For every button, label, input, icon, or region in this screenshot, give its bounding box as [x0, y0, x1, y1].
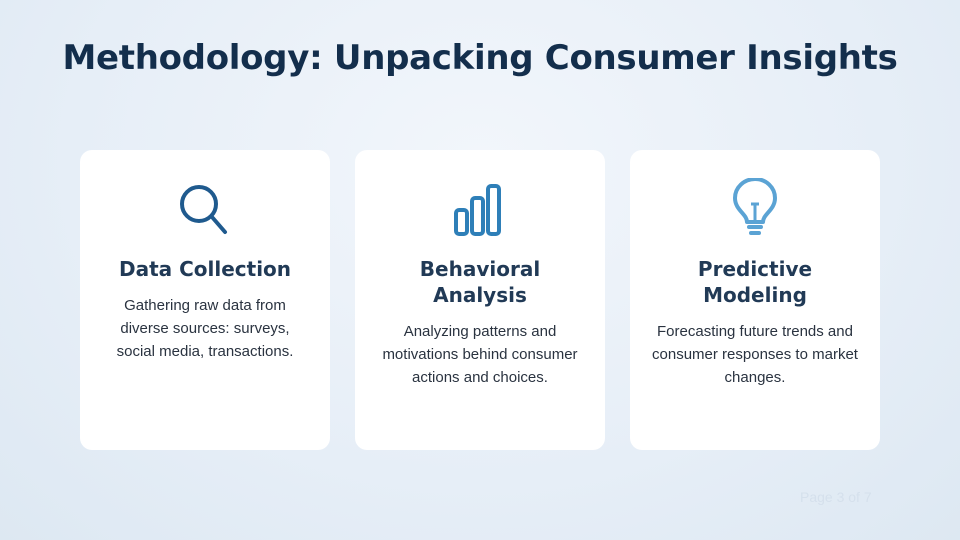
page-number: Page 3 of 7 — [800, 489, 872, 505]
card-data-collection: Data Collection Gathering raw data from … — [80, 150, 330, 450]
card-body: Analyzing patterns and motivations behin… — [382, 323, 578, 386]
card-title: Predictive Modeling — [697, 257, 813, 307]
card-behavioral-analysis: Behavioral Analysis Analyzing patterns a… — [355, 150, 605, 450]
page-title: Methodology: Unpacking Consumer Insights — [62, 38, 898, 78]
search-icon — [100, 178, 310, 238]
card-body: Gathering raw data from diverse sources:… — [116, 297, 294, 360]
bar-chart-icon — [375, 178, 585, 238]
card-body: Forecasting future trends and consumer r… — [652, 323, 858, 386]
card-title: Data Collection — [118, 257, 292, 281]
card-title: Behavioral Analysis — [419, 257, 541, 307]
lightbulb-icon — [650, 178, 860, 238]
card-predictive-modeling: Predictive Modeling Forecasting future t… — [630, 150, 880, 450]
